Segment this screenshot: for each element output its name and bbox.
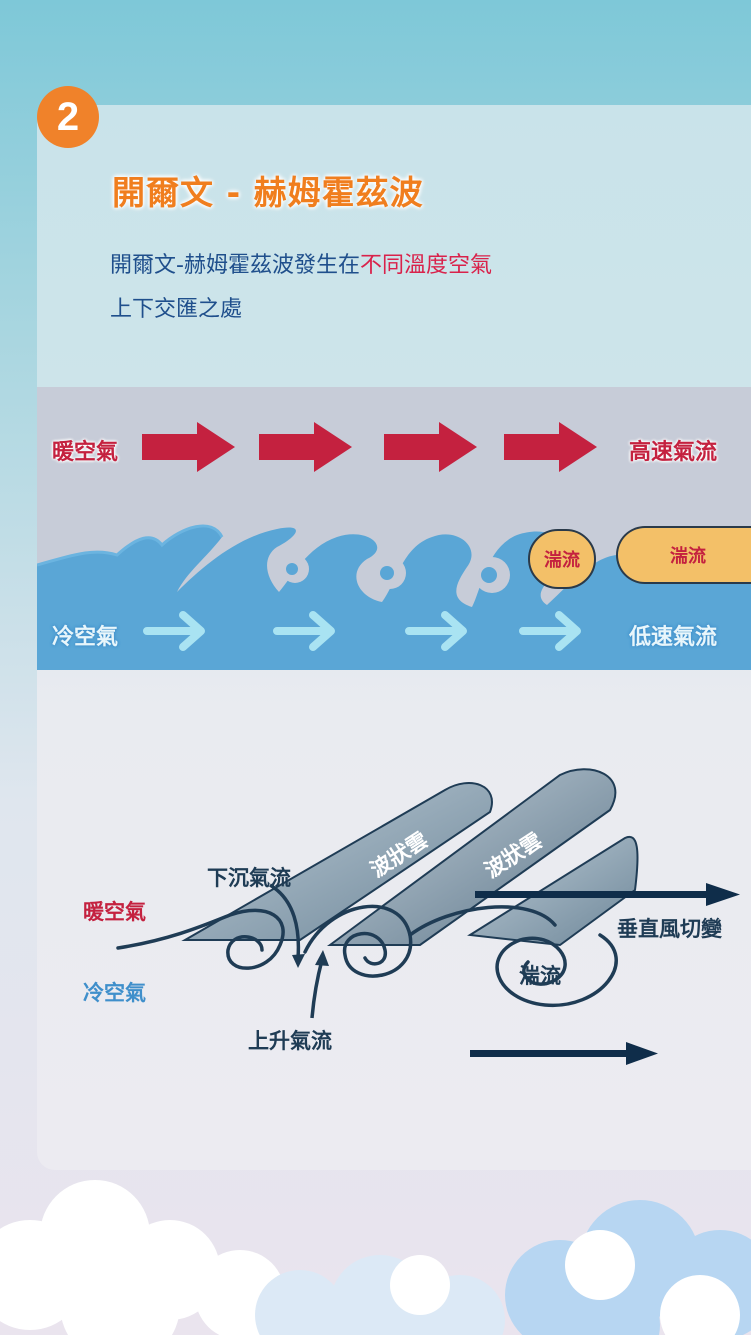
band-high-speed-label: 高速氣流 <box>629 440 718 465</box>
warm-arrow-3 <box>384 422 477 472</box>
warm-arrow-1 <box>142 422 235 472</box>
shear-arrow-top-shaft <box>475 891 710 898</box>
cool-arrow-3 <box>405 611 467 651</box>
cool-arrows <box>143 611 581 651</box>
vortex-3-core <box>481 567 497 583</box>
ascending-flow-label: 上升氣流 <box>248 1029 332 1053</box>
kh-wave-band: 暖空氣 高速氣流 冷空氣 低速氣流 湍流 湍流 <box>37 387 751 670</box>
warm-arrow-2 <box>259 422 352 472</box>
wave-cloud-diagram: 波狀雲 波狀雲 <box>116 768 740 1065</box>
vortex-1-core <box>286 563 298 575</box>
diagram-warm-air-label: 暖空氣 <box>83 900 146 924</box>
intro-line-2: 上下交匯之處 <box>110 297 243 322</box>
wave-cloud-2-shape <box>326 768 617 946</box>
cloud-group-shadow <box>255 1255 505 1335</box>
kh-wave-illustration <box>37 387 751 670</box>
wave-crest-1 <box>37 524 224 567</box>
swirl-3 <box>495 933 618 1007</box>
diagram-cool-air-label: 冷空氣 <box>83 981 146 1005</box>
shear-arrow-bottom-shaft <box>470 1050 630 1057</box>
cool-arrow-4 <box>519 611 581 651</box>
cloud-group-right <box>390 1230 740 1335</box>
turbulence-pill-2: 湍流 <box>616 526 751 584</box>
shear-arrow-bottom-head <box>626 1042 658 1065</box>
intro-line-1-pre: 開爾文-赫姆霍茲波發生在 <box>110 253 360 278</box>
vortex-2-core <box>380 566 394 580</box>
band-cool-air-label: 冷空氣 <box>52 625 119 650</box>
page-title: 開爾文 - 赫姆霍茲波 <box>112 173 424 212</box>
warm-arrow-4 <box>504 422 597 472</box>
diagram-turbulence-label: 湍流 <box>519 964 561 988</box>
swirl-2 <box>303 904 413 978</box>
shear-arrows <box>470 883 740 1065</box>
swirl-1 <box>116 908 285 970</box>
wave-cloud-1-shape <box>181 782 493 941</box>
cool-arrow-2 <box>273 611 335 651</box>
descending-flow-label: 下沉氣流 <box>207 866 291 890</box>
intro-line-1: 開爾文-赫姆霍茲波發生在不同溫度空氣 <box>110 244 492 288</box>
band-warm-air-label: 暖空氣 <box>52 440 119 465</box>
ascending-arrowhead <box>315 950 329 966</box>
descending-arrowhead <box>292 954 305 968</box>
ascending-arrow <box>310 959 324 1019</box>
vertical-wind-shear-label: 垂直風切變 <box>617 917 722 941</box>
wave-cloud-3-shape <box>467 835 639 947</box>
bottom-clouds <box>0 1180 751 1335</box>
band-low-speed-label: 低速氣流 <box>629 625 718 650</box>
interface-swirls <box>116 904 618 1007</box>
intro-highlight: 不同溫度空氣 <box>359 253 492 278</box>
interface-link <box>408 905 557 937</box>
intro-text: 開爾文-赫姆霍茲波發生在不同溫度空氣 上下交匯之處 <box>110 244 492 332</box>
shear-arrow-top-head <box>706 883 740 906</box>
turbulence-pill-1: 湍流 <box>528 529 596 589</box>
descending-arrow <box>269 883 301 959</box>
cloud-group-left <box>0 1180 285 1335</box>
step-badge: 2 <box>37 86 99 148</box>
cool-arrow-1 <box>143 611 205 651</box>
warm-arrows <box>142 422 597 472</box>
